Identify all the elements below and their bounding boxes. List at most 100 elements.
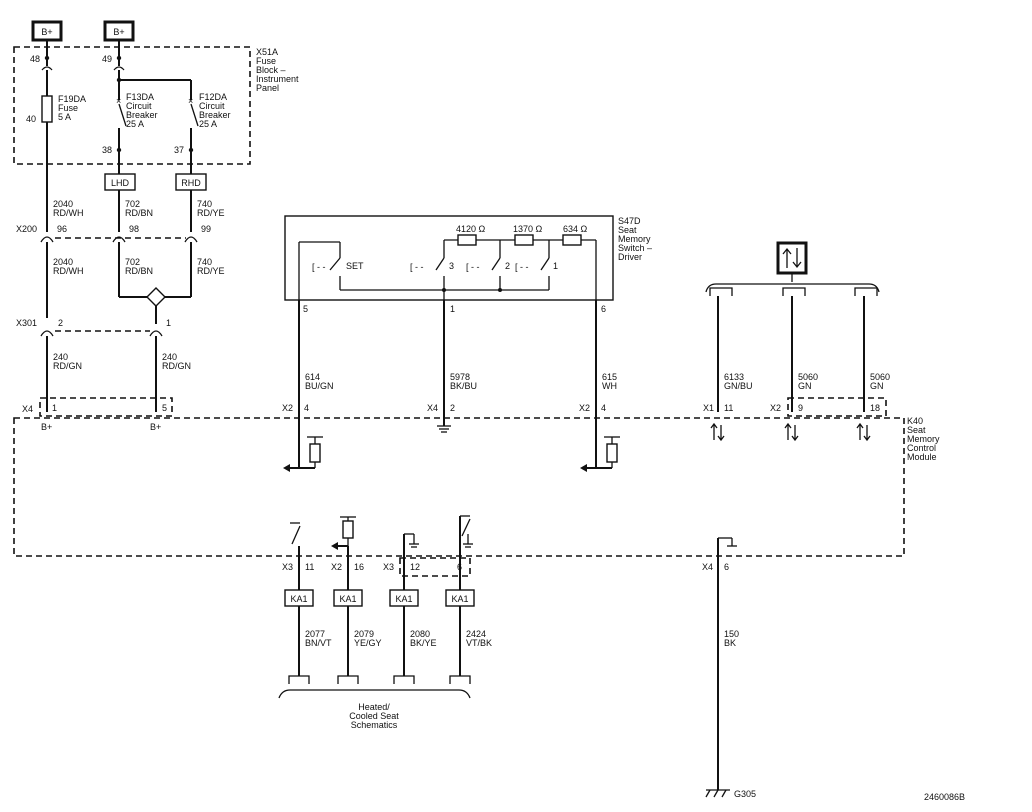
svg-text:11: 11	[305, 562, 314, 572]
pin-49: 49	[102, 54, 112, 64]
svg-text:LHD: LHD	[111, 178, 130, 188]
svg-text:WH: WH	[602, 381, 617, 391]
svg-text:2: 2	[505, 261, 510, 271]
svg-text:240: 240	[162, 352, 177, 362]
svg-text:K40: K40	[907, 416, 923, 426]
svg-text:25 A: 25 A	[199, 119, 217, 129]
svg-text:X2: X2	[282, 403, 293, 413]
svg-text:Memory: Memory	[618, 234, 651, 244]
svg-text:RD/GN: RD/GN	[53, 361, 82, 371]
svg-text:Memory: Memory	[907, 434, 940, 444]
svg-text:5060: 5060	[870, 372, 890, 382]
x3-lower-connector	[399, 557, 471, 577]
svg-text:Circuit: Circuit	[126, 101, 152, 111]
svg-text:16: 16	[354, 562, 364, 572]
svg-text:RD/WH: RD/WH	[53, 266, 84, 276]
svg-text:6133: 6133	[724, 372, 744, 382]
svg-text:9: 9	[798, 403, 803, 413]
breaker-f13da: ×	[116, 96, 127, 153]
svg-text:12: 12	[410, 562, 420, 572]
set-label: SET	[346, 261, 364, 271]
x2-serial-connector	[787, 397, 887, 417]
svg-text:BK: BK	[724, 638, 736, 648]
svg-text:F12DA: F12DA	[199, 92, 227, 102]
pullup-resistor-right	[604, 436, 620, 468]
option-lhd: LHD	[104, 173, 136, 191]
bplus-left-label: B+	[41, 27, 52, 37]
module-title: K40 Seat Memory Control Module	[907, 416, 940, 462]
svg-text:2079: 2079	[354, 629, 374, 639]
svg-text:GN: GN	[870, 381, 884, 391]
driver-pullup-16	[340, 516, 356, 546]
svg-text:YE/GY: YE/GY	[354, 638, 382, 648]
pin-48: 48	[30, 54, 40, 64]
x200-pin-99: 99	[201, 224, 211, 234]
svg-text:GN/BU: GN/BU	[724, 381, 753, 391]
svg-text:X3: X3	[282, 562, 293, 572]
svg-text:[ - -: [ - -	[466, 262, 480, 272]
svg-text:Seat: Seat	[618, 225, 637, 235]
x200-pin-98: 98	[129, 224, 139, 234]
svg-text:F19DA: F19DA	[58, 94, 86, 104]
pin-40: 40	[26, 114, 36, 124]
svg-text:Instrument: Instrument	[256, 74, 299, 84]
driver-switch-6	[460, 515, 473, 548]
svg-text:Module: Module	[907, 452, 937, 462]
bplus-right-label: B+	[113, 27, 124, 37]
svg-text:Switch –: Switch –	[618, 243, 652, 253]
breaker-f12da-label: F12DA Circuit Breaker 25 A	[199, 92, 231, 129]
svg-text:5060: 5060	[798, 372, 818, 382]
svg-text:Driver: Driver	[618, 252, 642, 262]
svg-text:BK/BU: BK/BU	[450, 381, 477, 391]
splice-diamond	[146, 287, 166, 307]
svg-text:[ - -: [ - -	[312, 262, 326, 272]
memory-switch-3: [ - - 3	[410, 257, 454, 272]
switch-pin-5: 5	[303, 304, 308, 314]
svg-text:RD/YE: RD/YE	[197, 208, 225, 218]
svg-text:150: 150	[724, 629, 739, 639]
switch-pin-6: 6	[601, 304, 606, 314]
svg-text:X4: X4	[22, 404, 33, 414]
svg-text:X2: X2	[579, 403, 590, 413]
svg-text:702: 702	[125, 257, 140, 267]
svg-text:X4: X4	[427, 403, 438, 413]
svg-text:702: 702	[125, 199, 140, 209]
svg-text:740: 740	[197, 199, 212, 209]
bplus-left-box: B+	[31, 20, 63, 42]
svg-text:X2: X2	[331, 562, 342, 572]
ka1-box-2: KA1	[333, 589, 363, 607]
svg-text:2040: 2040	[53, 199, 73, 209]
bplus-right-box: B+	[103, 20, 135, 42]
serial-arrows-11	[710, 422, 725, 442]
svg-text:2: 2	[450, 403, 455, 413]
pin-38: 38	[102, 145, 112, 155]
heated-seat-reference: Heated/ Cooled Seat Schematics	[349, 702, 399, 730]
pin-37: 37	[174, 145, 184, 155]
x301-label: X301	[16, 318, 37, 328]
svg-text:X3: X3	[383, 562, 394, 572]
svg-text:F13DA: F13DA	[126, 92, 154, 102]
svg-text:X4: X4	[702, 562, 713, 572]
svg-text:1: 1	[52, 403, 57, 413]
breaker-f12da: ×	[188, 96, 199, 153]
svg-text:KA1: KA1	[339, 594, 356, 604]
x4-bplus-connector	[39, 397, 173, 417]
svg-text:Cooled Seat: Cooled Seat	[349, 711, 399, 721]
svg-text:4: 4	[601, 403, 606, 413]
option-rhd: RHD	[175, 173, 207, 191]
module-bplus-1: B+	[41, 422, 52, 432]
svg-text:S47D: S47D	[618, 216, 641, 226]
svg-text:X1: X1	[703, 403, 714, 413]
svg-text:Breaker: Breaker	[126, 110, 158, 120]
